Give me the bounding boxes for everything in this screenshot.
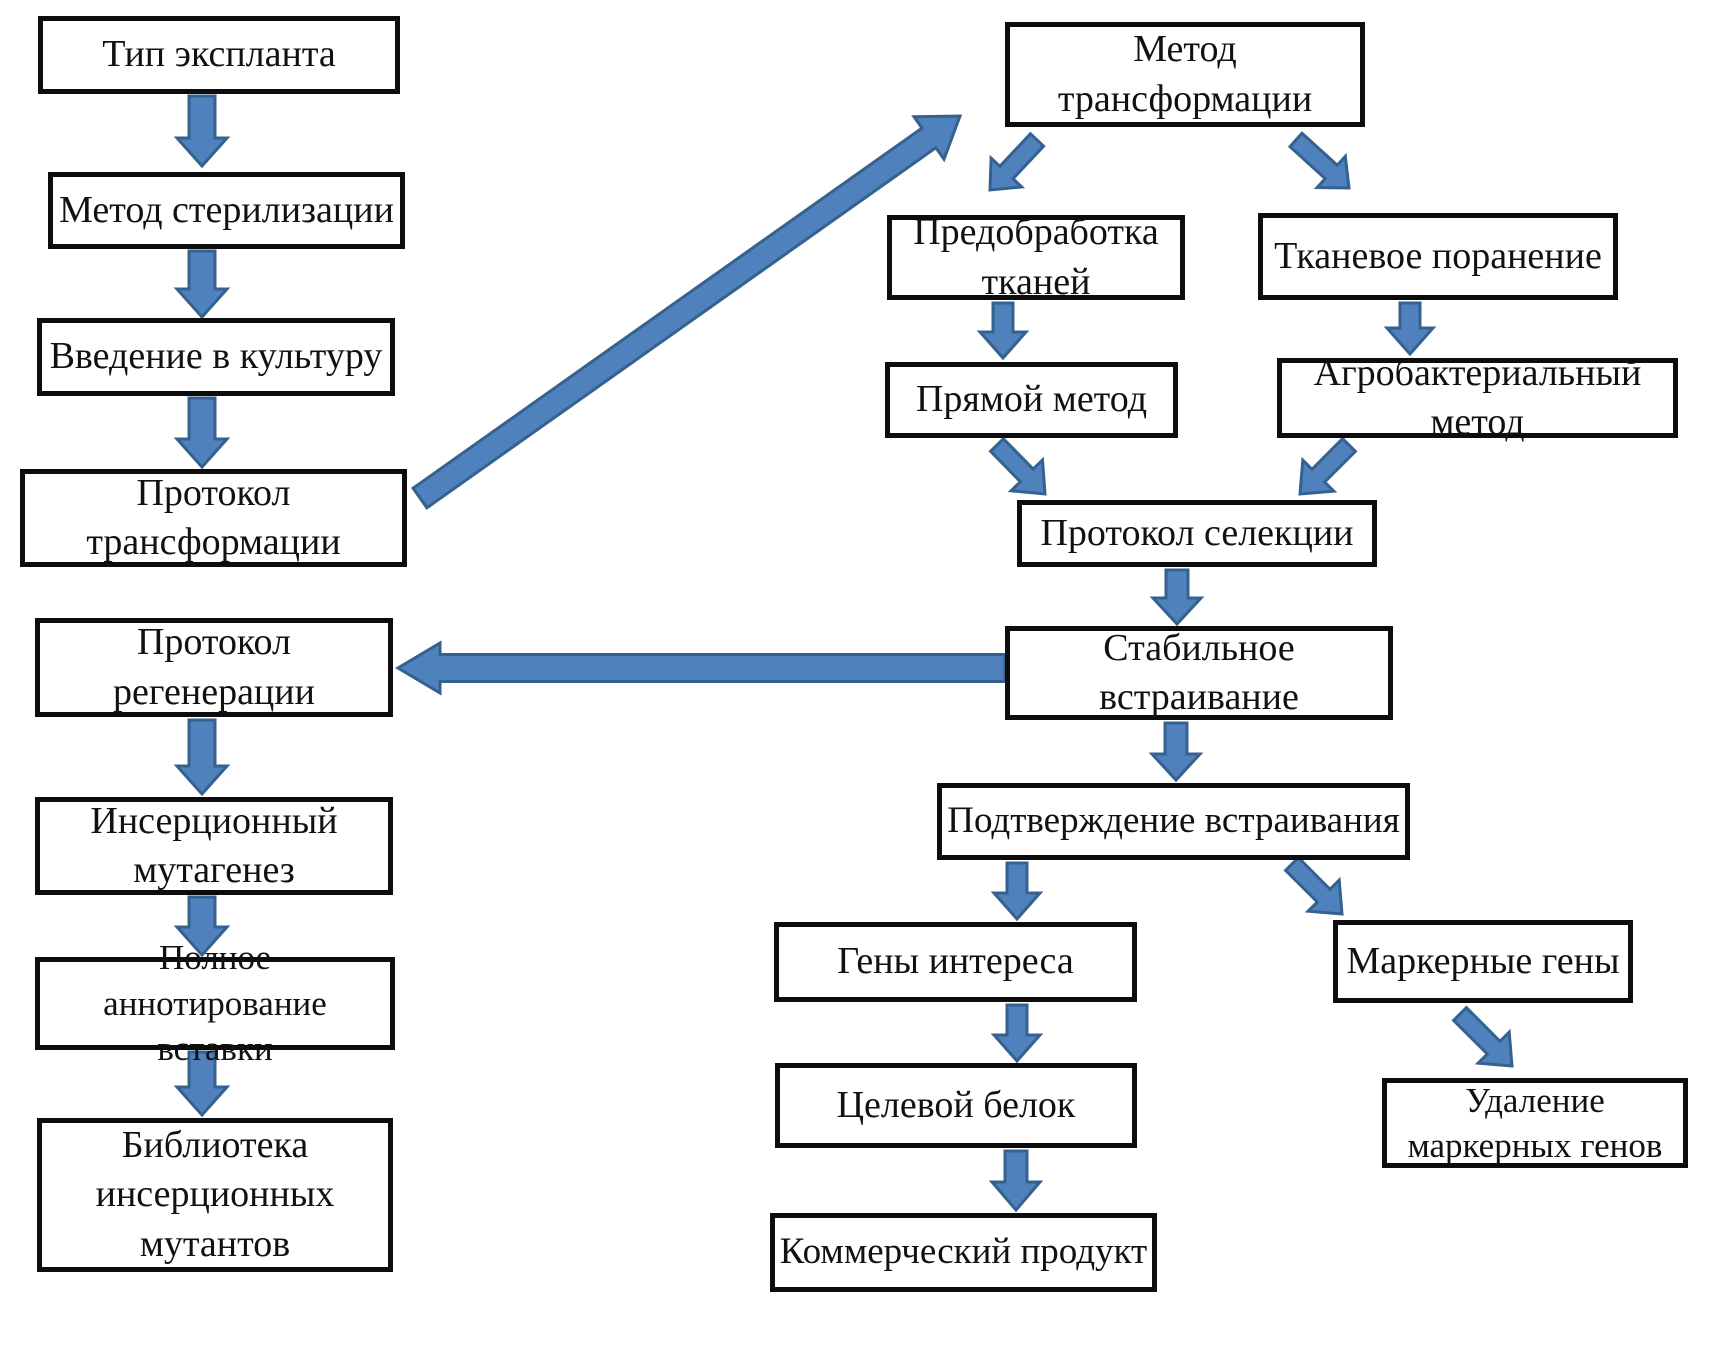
node-label: Протокол трансформации bbox=[86, 471, 341, 563]
arrow-down-mutagenesis-to-annotation bbox=[173, 895, 231, 958]
node-commercial-product: Коммерческий продукт bbox=[770, 1213, 1157, 1292]
node-full-insert-annotation: Полное аннотирование вставки bbox=[35, 938, 395, 1068]
node-integration-confirmation: Подтверждение встраивания bbox=[937, 783, 1410, 860]
node-label: Удаление маркерных генов bbox=[1407, 1080, 1663, 1166]
node-selection-protocol: Протокол селекции bbox=[1017, 500, 1377, 567]
arrow-confirmation-to-genes bbox=[990, 861, 1044, 922]
node-label: Прямой метод bbox=[915, 378, 1148, 421]
arrow-agrobacterial-to-selection bbox=[1298, 436, 1358, 496]
node-genes-of-interest: Гены интереса bbox=[774, 922, 1137, 1002]
node-insertional-mutagenesis: Инсерционный мутагенез bbox=[35, 797, 393, 895]
arrow-method-to-wounding bbox=[1287, 131, 1351, 190]
arrow-selection-to-stable bbox=[1149, 568, 1205, 627]
node-label: Инсерционный мутагенез bbox=[90, 799, 338, 891]
node-label: Тип экспланта bbox=[102, 33, 336, 76]
node-marker-gene-removal: Удаление маркерных генов bbox=[1382, 1078, 1688, 1168]
node-explant-type: Тип экспланта bbox=[38, 16, 400, 94]
node-marker-genes: Маркерные гены bbox=[1333, 920, 1633, 1003]
arrow-stable-to-regeneration bbox=[395, 640, 1007, 696]
node-label: Предобработка тканей bbox=[913, 211, 1159, 303]
arrow-down-culture-to-protocol bbox=[173, 396, 231, 470]
node-stable-integration: Стабильное встраивание bbox=[1005, 626, 1393, 720]
node-label: Тканевое поранение bbox=[1274, 234, 1602, 277]
node-transformation-protocol: Протокол трансформации bbox=[20, 469, 407, 567]
node-sterilization-method: Метод стерилизации bbox=[48, 172, 405, 249]
node-label: Целевой белок bbox=[836, 1083, 1076, 1126]
arrow-method-to-pretreatment bbox=[988, 131, 1046, 192]
node-label: Библиотека инсерционных мутантов bbox=[95, 1123, 335, 1265]
node-label: Агробактериальный метод bbox=[1313, 351, 1642, 443]
node-transformation-method: Метод трансформации bbox=[1005, 22, 1365, 127]
arrow-pretreatment-to-direct bbox=[976, 301, 1030, 361]
node-tissue-pretreatment: Предобработка тканей bbox=[887, 211, 1185, 303]
arrow-down-annotation-to-library bbox=[173, 1050, 231, 1118]
node-label: Метод стерилизации bbox=[59, 188, 394, 231]
arrow-confirmation-to-markers bbox=[1283, 855, 1344, 916]
node-label: Введение в культуру bbox=[49, 335, 383, 378]
arrow-protein-to-product bbox=[988, 1149, 1044, 1213]
node-label: Гены интереса bbox=[837, 940, 1074, 983]
arrow-diagonal-protocol-to-method bbox=[411, 114, 963, 510]
arrow-down-sterilization-to-culture bbox=[173, 249, 231, 320]
arrow-wounding-to-agrobacterial bbox=[1383, 301, 1437, 357]
node-label: Протокол селекции bbox=[1040, 511, 1354, 554]
arrow-genes-to-protein bbox=[990, 1003, 1044, 1064]
node-label: Полное аннотирование вставки bbox=[103, 938, 327, 1069]
arrow-direct-to-selection bbox=[988, 436, 1047, 496]
node-label: Коммерческий продукт bbox=[779, 1231, 1148, 1273]
node-regeneration-protocol: Протокол регенерации bbox=[35, 618, 393, 717]
node-label: Стабильное встраивание bbox=[1099, 626, 1299, 718]
node-label: Протокол регенерации bbox=[113, 621, 315, 713]
node-culture-introduction: Введение в культуру bbox=[37, 318, 395, 396]
arrow-down-regeneration-to-mutagenesis bbox=[173, 718, 231, 797]
node-agrobacterial-method: Агробактериальный метод bbox=[1277, 352, 1678, 443]
node-direct-method: Прямой метод bbox=[885, 362, 1178, 438]
node-label: Подтверждение встраивания bbox=[947, 800, 1400, 842]
node-tissue-wounding: Тканевое поранение bbox=[1258, 213, 1618, 300]
arrow-down-explant-to-sterilization bbox=[173, 94, 231, 169]
node-label: Метод трансформации bbox=[1057, 28, 1313, 120]
arrow-markers-to-removal bbox=[1451, 1005, 1514, 1068]
node-target-protein: Целевой белок bbox=[775, 1063, 1137, 1148]
node-label: Маркерные гены bbox=[1346, 939, 1620, 982]
node-insertional-mutant-library: Библиотека инсерционных мутантов bbox=[37, 1118, 393, 1272]
arrow-stable-to-confirmation bbox=[1148, 721, 1204, 783]
